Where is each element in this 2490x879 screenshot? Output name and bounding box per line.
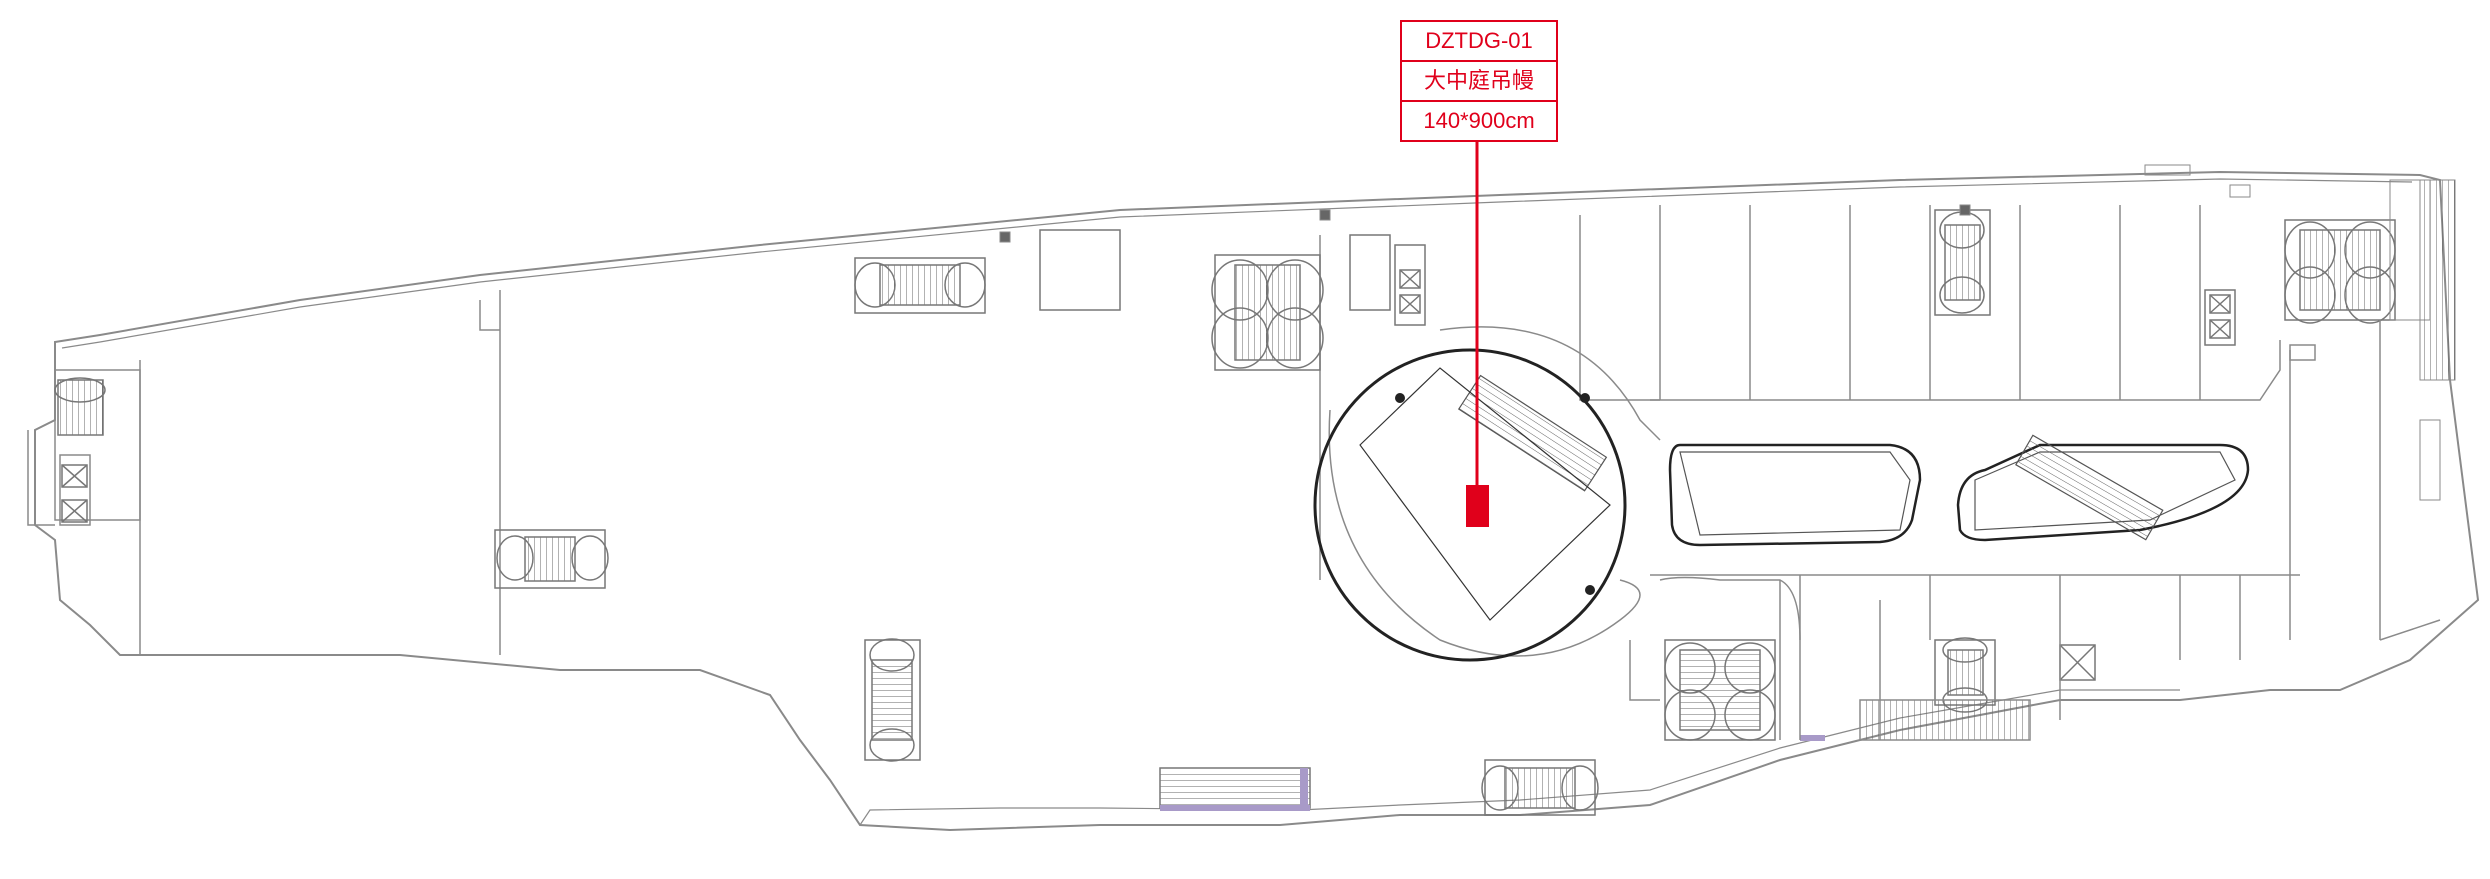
hanging-banner-marker xyxy=(1466,137,1489,527)
shop-partitions xyxy=(1579,205,2441,740)
fixtures xyxy=(999,164,2456,501)
stair-cores xyxy=(54,209,2396,816)
left-wing-walls xyxy=(27,235,1321,655)
lower-center-walls xyxy=(1629,576,2031,741)
banner-code: DZTDG-01 xyxy=(1402,22,1556,62)
atrium-voids xyxy=(1668,443,2250,547)
banner-size: 140*900cm xyxy=(1423,108,1535,133)
banner-name: 大中庭吊幔 xyxy=(1402,62,1556,102)
bottom-escalator xyxy=(1159,735,1825,811)
banner-label-box: DZTDG-01 大中庭吊幔 140*900cm xyxy=(1400,20,1558,142)
